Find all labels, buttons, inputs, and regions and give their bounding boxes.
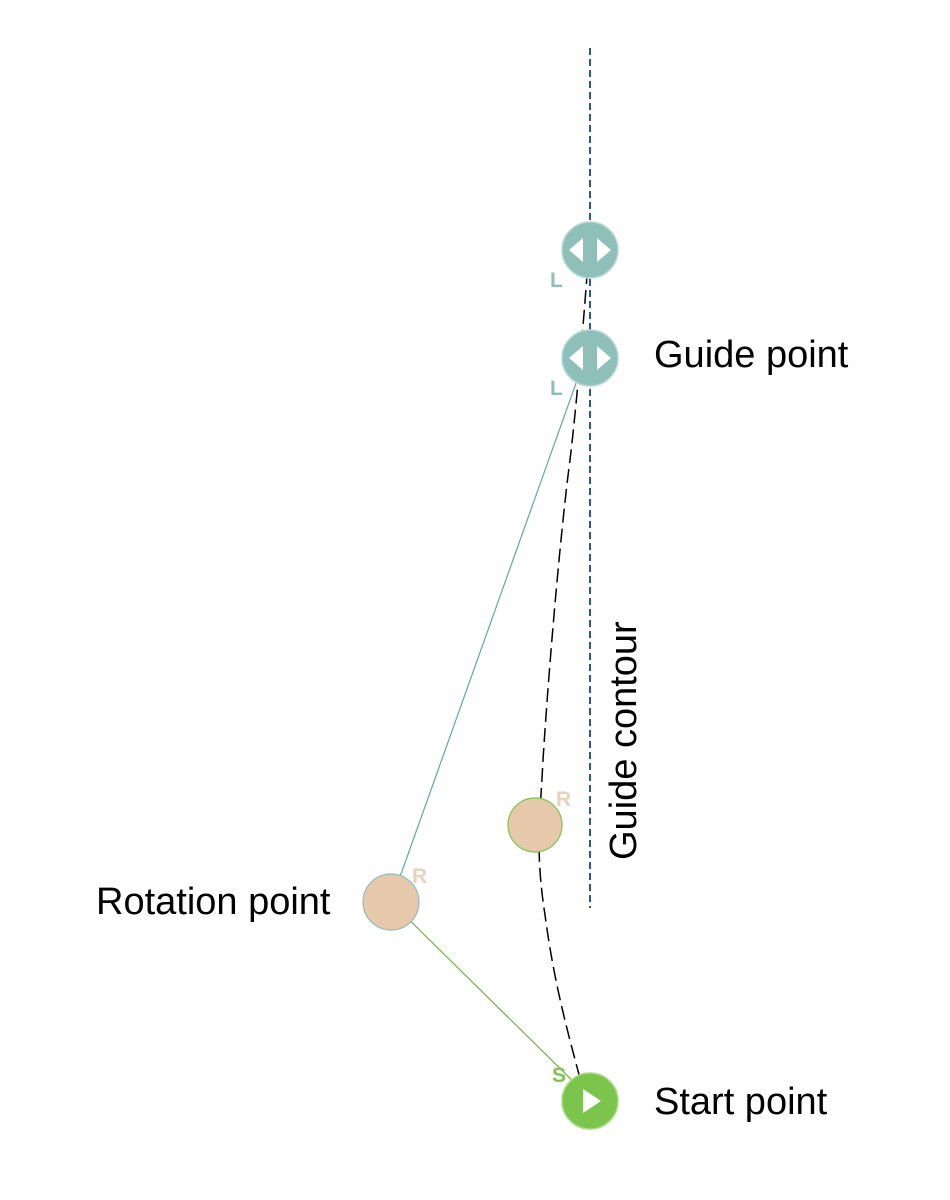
start-point-label: Start point	[654, 1081, 828, 1123]
guide-marker-2[interactable]: L	[550, 329, 619, 400]
double-arrow-icon	[569, 238, 611, 262]
rotation-start-connector	[390, 901, 586, 1094]
rotation-guide-connector	[390, 371, 581, 903]
rotation-marker-1-letter: R	[412, 865, 427, 888]
guide-marker-2-letter: L	[550, 377, 563, 400]
rotation-marker-2-letter: R	[556, 788, 571, 811]
rotation-point-label: Rotation point	[96, 881, 331, 923]
guide-contour-label: Guide contour	[603, 621, 645, 860]
double-arrow-icon	[569, 346, 611, 370]
rotation-marker-2[interactable]: R	[507, 788, 571, 853]
guide-point-label: Guide point	[654, 334, 849, 376]
play-icon	[583, 1089, 601, 1113]
rotation-marker-1[interactable]: R	[362, 865, 427, 931]
start-marker[interactable]: S	[552, 1064, 619, 1130]
guide-marker-1-letter: L	[550, 269, 563, 292]
guide-marker-1[interactable]: L	[550, 221, 619, 292]
tool-path	[538, 261, 589, 1098]
start-marker-letter: S	[552, 1064, 566, 1087]
